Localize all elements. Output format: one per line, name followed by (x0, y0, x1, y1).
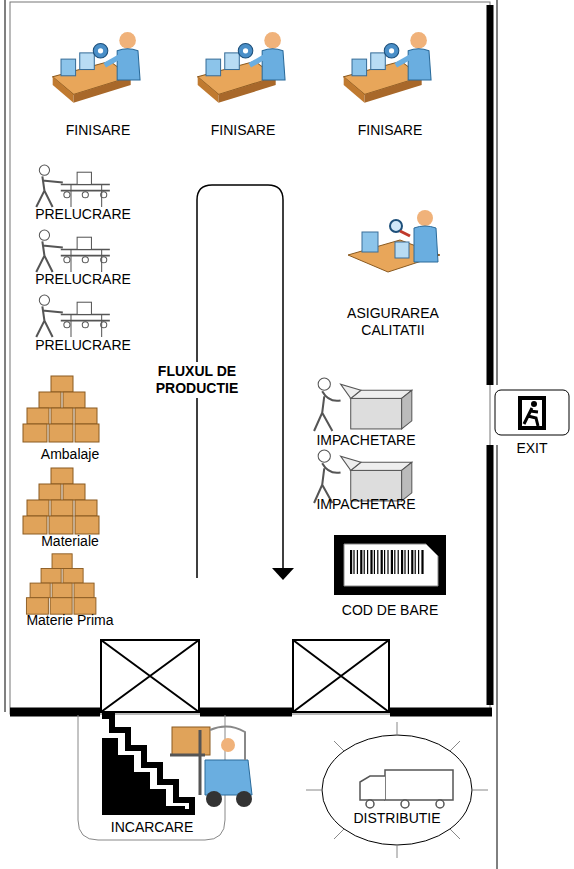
area-node: INCARCARE (78, 715, 226, 843)
area-label: Materie Prima (26, 612, 113, 629)
area-label: FINISARE (358, 122, 423, 139)
area-label: FINISARE (211, 122, 276, 139)
node-label: COD DE BARE (340, 602, 440, 619)
area-label: ASIGURAREA CALITATII (318, 305, 468, 339)
area-label: IMPACHETARE (316, 432, 415, 449)
area-label: Materiale (41, 533, 99, 550)
area-label: PRELUCRARE (35, 206, 131, 223)
area-label: FINISARE (66, 122, 131, 139)
area-label: PRELUCRARE (35, 337, 131, 354)
area-label: IMPACHETARE (316, 496, 415, 513)
exit-sign: EXIT (490, 388, 574, 458)
node-label: INCARCARE (109, 819, 195, 836)
flow-label: FLUXUL DE PRODUCTIE (140, 362, 254, 398)
node-label: DISTRIBUTIE (351, 810, 442, 827)
node-label: EXIT (490, 440, 574, 457)
barcode-station: COD DE BARE (330, 532, 450, 627)
area-label: PRELUCRARE (35, 271, 131, 288)
area-node: DISTRIBUTIE (322, 735, 472, 845)
area-label: Ambalaje (41, 446, 99, 463)
